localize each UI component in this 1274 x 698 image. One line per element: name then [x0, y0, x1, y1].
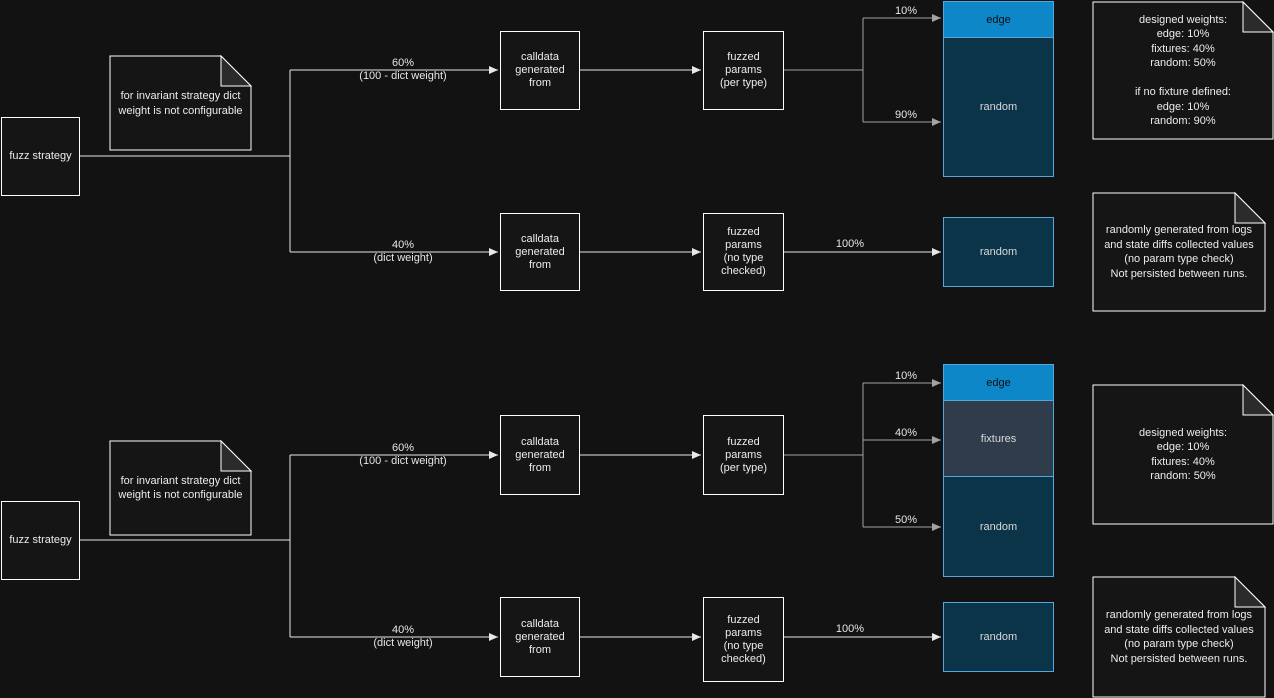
random-generation-note-2: randomly generated from logs and state d… [1104, 609, 1254, 665]
fuzzed-params-untyped-node-1: fuzzed params (no type checked) [703, 213, 784, 291]
calldata-node-untyped-2: calldata generated from [500, 597, 580, 677]
branch-label-60-2: 60%(100 - dict weight) [359, 442, 446, 468]
section1-main-connectors [80, 66, 941, 256]
fuzz-strategy-node-2: fuzz strategy [1, 501, 80, 580]
invariant-note-2: for invariant strategy dict weight is no… [118, 474, 243, 502]
random-node-1: random [943, 217, 1054, 287]
stack-random-segment: random [944, 37, 1053, 176]
designed-weights-note-1: designed weights: edge: 10% fixtures: 40… [1134, 13, 1231, 128]
calldata-node-untyped-1: calldata generated from [500, 213, 580, 291]
branch-label-40-1: 40%(dict weight) [373, 239, 432, 265]
calldata-node-typed-2: calldata generated from [500, 415, 580, 495]
branch-detail: (100 - dict weight) [359, 455, 447, 467]
split-pct-40-2: 40% [894, 427, 918, 439]
split-pct-10-1: 10% [894, 5, 918, 17]
section2-main-connectors [80, 451, 941, 641]
pct-100-label-2: 100% [835, 623, 865, 635]
weight-stack-1: edge random [943, 1, 1054, 177]
weight-stack-2: edge fixtures random [943, 364, 1054, 577]
note-shapes [109, 0, 1274, 698]
branch-label-60-1: 60%(100 - dict weight) [359, 57, 446, 83]
random-node-2: random [943, 602, 1054, 672]
branch-detail: (dict weight) [373, 252, 433, 264]
split-pct-50-2: 50% [894, 514, 918, 526]
fuzzed-params-untyped-node-2: fuzzed params (no type checked) [703, 597, 784, 682]
branch-detail: (100 - dict weight) [359, 70, 447, 82]
branch-pct: 40% [391, 624, 415, 636]
stack-random-segment: random [944, 476, 1053, 576]
random-generation-note-1: randomly generated from logs and state d… [1104, 224, 1254, 280]
pct-100-label-1: 100% [835, 238, 865, 250]
invariant-note-1: for invariant strategy dict weight is no… [118, 90, 243, 117]
branch-detail: (dict weight) [373, 637, 433, 649]
calldata-node-typed-1: calldata generated from [500, 31, 580, 110]
section1-split-connectors [784, 14, 941, 126]
stack-edge-segment: edge [944, 2, 1053, 37]
split-pct-10-2: 10% [894, 370, 918, 382]
section2-split-connectors [784, 379, 941, 531]
fuzz-strategy-node-1: fuzz strategy [1, 117, 80, 196]
branch-pct: 40% [391, 239, 415, 251]
designed-weights-note-2: designed weights: edge: 10% fixtures: 40… [1138, 426, 1228, 483]
fuzzed-params-typed-node-2: fuzzed params (per type) [703, 415, 784, 495]
stack-fixtures-segment: fixtures [944, 400, 1053, 476]
fuzzed-params-typed-node-1: fuzzed params (per type) [703, 31, 784, 110]
stack-edge-segment: edge [944, 365, 1053, 400]
split-pct-90-1: 90% [894, 109, 918, 121]
branch-pct: 60% [391, 57, 415, 69]
branch-pct: 60% [391, 442, 415, 454]
branch-label-40-2: 40%(dict weight) [373, 624, 432, 650]
